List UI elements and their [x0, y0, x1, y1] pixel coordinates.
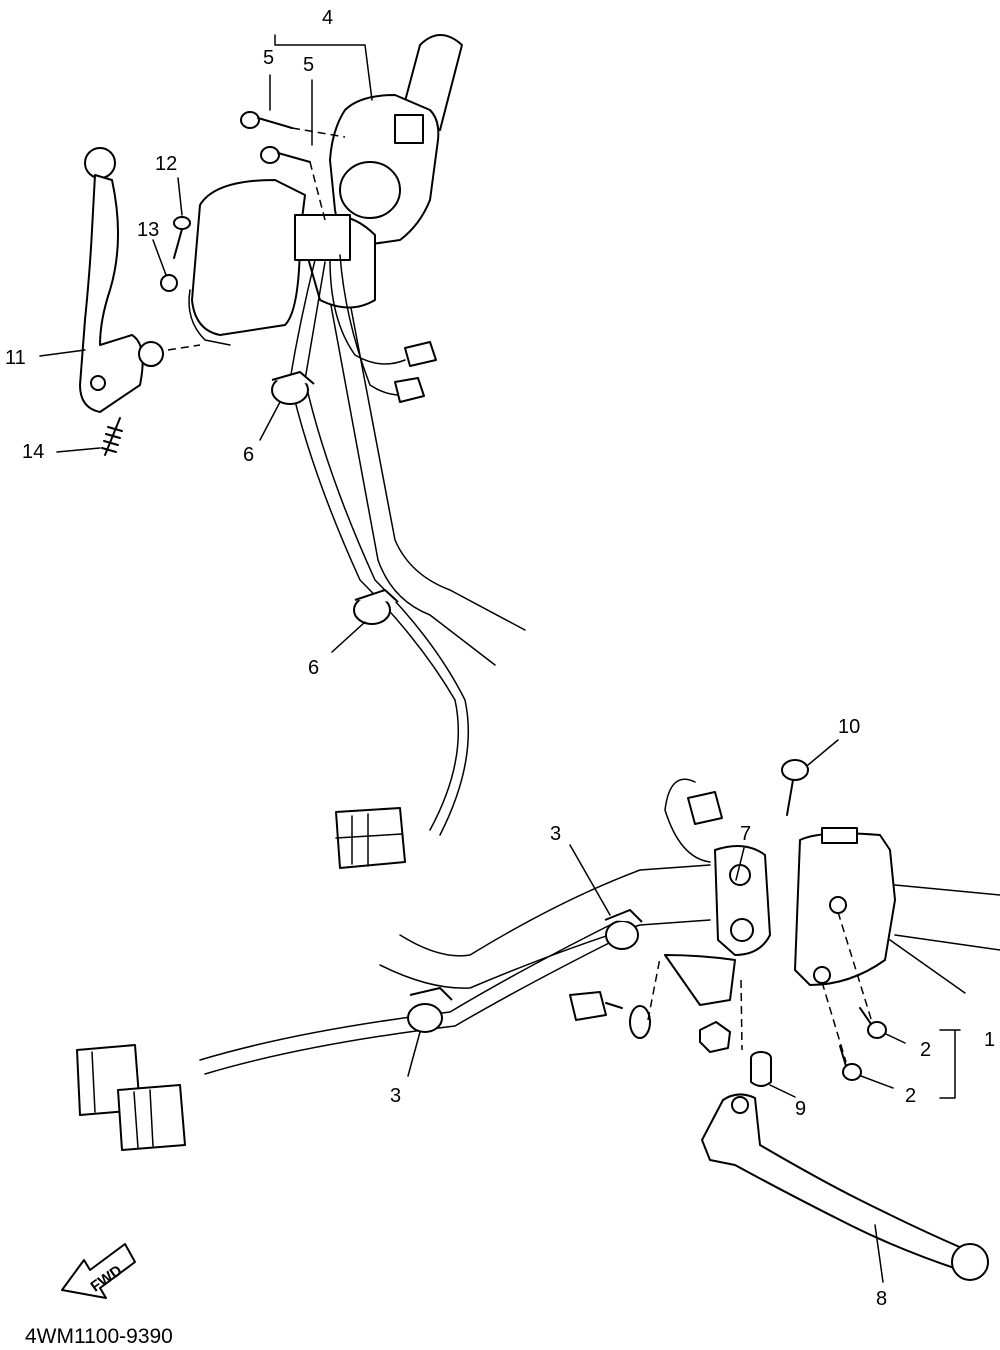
callout-10: 10 — [838, 716, 860, 738]
callout-11: 11 — [5, 347, 26, 369]
right-switch-assembly — [794, 827, 896, 986]
callout-7: 7 — [740, 823, 751, 845]
pivot-bolt-and-washers — [569, 991, 731, 1053]
callout-14: 14 — [22, 441, 44, 463]
callout-9: 9 — [795, 1098, 806, 1120]
collar-9 — [750, 1051, 772, 1087]
screw-5-lower — [260, 146, 311, 164]
callout-5-left: 5 — [263, 47, 274, 69]
left-switch-assembly — [188, 34, 463, 346]
clutch-lever — [79, 147, 164, 413]
callout-6-upper: 6 — [243, 444, 254, 466]
bolt-12 — [173, 216, 191, 259]
callout-6-lower: 6 — [308, 657, 319, 679]
callout-3-upper: 3 — [550, 823, 561, 845]
leader-lines — [39, 34, 966, 1283]
cable-clamp-lower — [353, 589, 399, 625]
callout-13: 13 — [137, 219, 159, 241]
cable-clamp-upper — [271, 371, 315, 405]
bolt-10 — [781, 759, 809, 816]
callout-8: 8 — [876, 1288, 887, 1310]
right-wiring-harness — [76, 778, 723, 1151]
fwd-arrow-icon: FWD — [61, 1243, 136, 1299]
callout-3-lower: 3 — [390, 1085, 401, 1107]
callout-5-right: 5 — [303, 54, 314, 76]
diagram-code: 4WM1100-9390 — [25, 1325, 173, 1348]
brake-lever-8 — [701, 1093, 989, 1281]
callout-2-upper: 2 — [920, 1039, 931, 1061]
cable-clamp-3-lower — [407, 987, 453, 1033]
handlebar — [329, 249, 1000, 989]
spring-14 — [101, 417, 123, 456]
nut-13 — [160, 274, 178, 292]
brake-master-bracket-7 — [664, 845, 771, 1006]
callout-2-lower: 2 — [905, 1085, 916, 1107]
screw-5-upper — [240, 111, 293, 129]
callout-4: 4 — [322, 7, 333, 29]
cable-clamp-3-upper — [604, 909, 643, 950]
callout-1: 1 — [984, 1029, 995, 1051]
screws-2 — [839, 1007, 887, 1081]
left-wiring-harness — [289, 254, 470, 869]
callout-12: 12 — [155, 153, 177, 175]
